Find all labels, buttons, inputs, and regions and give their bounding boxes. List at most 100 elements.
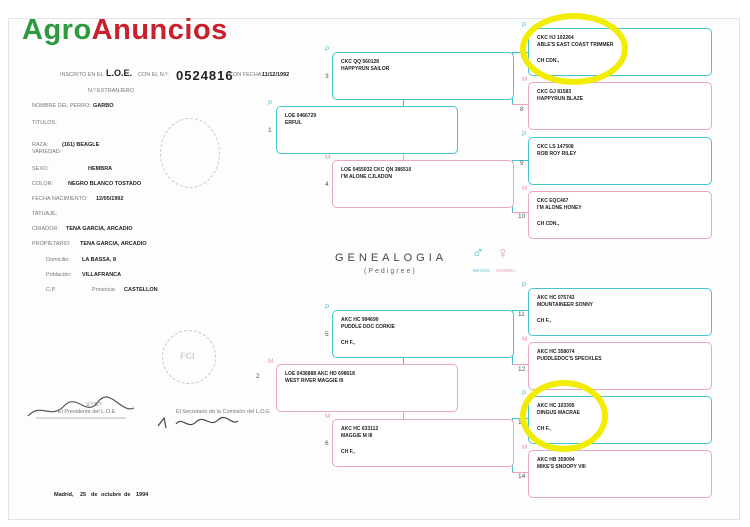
date-de-2: de [124,492,131,498]
connector-line [512,364,528,365]
pedigree-number: 1 [268,127,272,134]
fci-seal-text: FCI [180,351,195,361]
poblacion-label: Población: [46,272,72,278]
sex-marker: P [522,22,527,29]
propietario-value: TENA GARCIA, ARCADIO [80,241,147,247]
agroanuncios-logo: AgroAnuncios [22,14,228,46]
sex-marker: P [268,100,273,107]
pedigree-number: 11 [518,311,525,318]
pedigree-number: 10 [518,213,526,220]
nacimiento-value: 12/05/1992 [96,196,124,202]
date-day: 25 [80,492,87,498]
female-symbol-icon: ♀ [497,245,509,262]
connector-line [512,472,528,473]
loe-label: L.O.E. [106,68,133,78]
variedad-label: VARIEDAD: [32,149,62,155]
sex-marker: M [268,358,274,365]
fecha-label: CON FECHA: [229,72,263,78]
domicilio-label: Domicilio: [46,257,70,263]
date-year: 1994 [136,492,149,498]
pedigree-number: 2 [256,373,260,380]
pedigree-box-11: AKC HC 075743 MOUNTAINEER SONNY CH F., [528,288,712,336]
sex-marker: P [522,390,527,397]
pedigree-number: 12 [518,366,526,373]
genealogia-title: GENEALOGIA [335,252,448,264]
sex-marker: P [522,131,527,138]
sexo-value: HEMBRA [88,166,113,172]
numero-label: CON EL N.º: [138,72,169,78]
raza-value: (161) BEAGLE [62,142,100,148]
connector-line [403,358,404,364]
pedigree-number: 5 [325,331,329,338]
extranjero-label: N.º EXTRANJERO [88,88,135,94]
pedigree-number: 8 [520,106,524,113]
secretario-label: El Secretario de la Comisión del L.O.E. [176,409,272,415]
nacimiento-label: FECHA NACIMIENTO: [32,196,88,202]
provincia-value: CASTELLON [124,287,158,293]
pedigree-number: 9 [520,160,524,167]
criador-value: TENA GARCIA, ARCADIO [66,226,133,232]
cp-label: C.P. [46,287,56,293]
emblem-seal [160,118,220,188]
sex-marker: P [325,304,330,311]
color-value: NEGRO BLANCO TOSTADO [68,181,142,187]
connector-line [403,153,404,161]
connector-line [512,160,528,161]
fci-seal [162,330,216,384]
presidente-label: El Presidente del L.O.E. [58,409,117,415]
secretario-signature [152,412,242,432]
raza-label: RAZA: [32,142,49,148]
registration-number: 0524816 [176,68,234,83]
pedigree-box-8: CKC GJ 81583 HAPPYRUN BLAZE [528,82,712,130]
presidente-signature [26,392,136,422]
sex-marker: M [325,413,331,420]
male-symbol-icon: ♂ [472,245,484,262]
criador-label: CRIADOR: [32,226,59,232]
pedigree-box-3: CKC QQ 560128 HAPPYRUN SAILOR [332,52,514,100]
pedigree-box-9: CKC LS 147508 ROB ROY RILEY [528,137,712,185]
macho-label: MACHO [473,268,490,273]
sex-marker: P [325,46,330,53]
sexo-label: SEXO: [32,166,49,172]
connector-line [512,212,528,213]
pedigree-box-14: AKC HB 359094 MIKE'S SNOOPY VIII [528,450,712,498]
sex-marker: M [325,154,331,161]
inscrito-label: INSCRITO EN EL [60,72,104,78]
pedigree-number: 14 [518,473,526,480]
connector-line [403,411,404,419]
pedigree-box-10: CKC EQC467 I'M ALONE HONEY CH CDN., [528,191,712,239]
sex-marker: M [522,76,528,83]
sex-marker: M [522,444,528,451]
connector-line [512,104,528,105]
poblacion-value: VILLAFRANCA [82,272,122,278]
connector-line [512,310,528,311]
propietario-label: PROPIETARIO: [32,241,71,247]
provincia-label: Provincia: [92,287,117,293]
pedigree-subtitle: (Pedigree) [364,268,417,275]
tatuaje-label: TATUAJE: [32,211,58,217]
nombre-label: NOMBRE DEL PERRO: [32,103,91,109]
domicilio-value: LA BASSA, 8 [82,257,117,263]
nombre-value: GARBO [93,103,114,109]
highlight-circle [520,13,628,85]
sex-marker: M [522,185,528,192]
connector-line [403,100,404,106]
pedigree-box-1: LOE 0466729 ERFUL [276,106,458,154]
sex-marker: P [522,282,527,289]
hembra-label: HEMBRA [496,268,516,273]
pedigree-number: 4 [325,181,329,188]
date-de-1: de [91,492,98,498]
date-city: Madrid, [54,492,74,498]
color-label: COLOR: [32,181,54,187]
sex-marker: M [522,336,528,343]
pedigree-box-6: AKC HC 633112 MAGGIE M III CH F., [332,419,514,467]
pedigree-number: 6 [325,440,329,447]
pedigree-box-5: AKC HC 994690 PUDDLE DOC CORKIE CH F., [332,310,514,358]
fecha-value: 11/12/1992 [262,72,290,78]
pedigree-number: 3 [325,73,329,80]
pedigree-box-2: LOE 0436888 AKC HD 698618 WEST RIVER MAG… [276,364,458,412]
titulos-label: TITULOS: [32,120,57,126]
vb-label: V.º B.º [86,402,102,408]
date-month: octubre [101,492,122,498]
highlight-circle [520,380,608,452]
